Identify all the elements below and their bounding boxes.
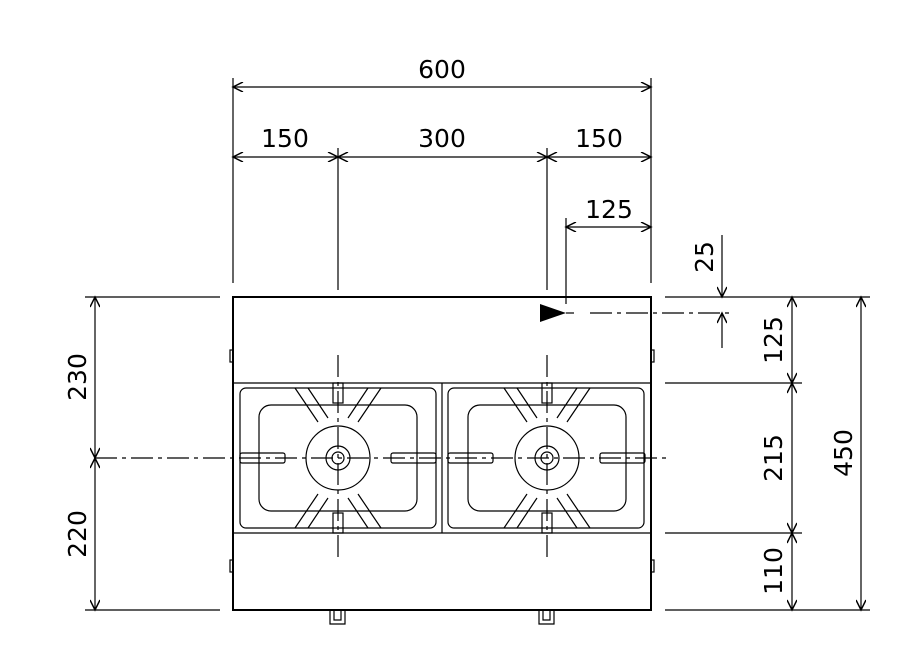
dim-left-bottom: 220 bbox=[63, 510, 92, 558]
dim-left-offset: 150 bbox=[261, 124, 309, 153]
right-dimensions bbox=[665, 235, 870, 610]
left-dimensions bbox=[85, 297, 220, 610]
foot-right bbox=[538, 610, 555, 625]
burner-centerlines bbox=[95, 355, 668, 560]
foot-left bbox=[329, 610, 346, 625]
range-body bbox=[229, 296, 655, 611]
dim-left-top: 230 bbox=[63, 353, 92, 401]
gas-inlet-arrow bbox=[540, 304, 730, 322]
dim-overall-width: 600 bbox=[418, 55, 466, 84]
dim-right-offset: 150 bbox=[575, 124, 623, 153]
dim-right-bottom: 110 bbox=[759, 547, 788, 595]
dim-valve-height: 25 bbox=[690, 241, 719, 273]
dim-overall-depth: 450 bbox=[829, 429, 858, 477]
top-dimensions bbox=[233, 78, 651, 304]
dim-valve-offset: 125 bbox=[585, 195, 633, 224]
dim-right-top: 125 bbox=[759, 316, 788, 364]
dim-burner-spacing: 300 bbox=[418, 124, 466, 153]
dim-right-middle: 215 bbox=[759, 434, 788, 482]
